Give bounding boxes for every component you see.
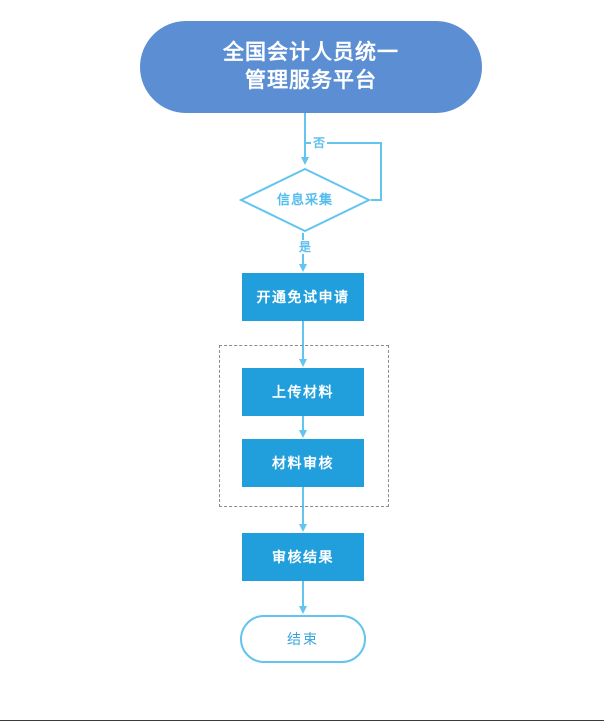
node-material-review-label: 材料审核 (272, 454, 334, 471)
node-start-platform[interactable]: 全国会计人员统一 管理服务平台 (140, 21, 482, 113)
node-review-result-label: 审核结果 (272, 548, 334, 565)
node-end-label: 结束 (287, 630, 319, 647)
node-start-platform-label: 全国会计人员统一 管理服务平台 (223, 40, 399, 92)
edge-label-no: 否 (311, 136, 328, 150)
node-material-review[interactable]: 材料审核 (242, 439, 364, 487)
node-decision-info-collection[interactable]: 信息采集 (239, 167, 371, 233)
node-upload-materials-label: 上传材料 (272, 383, 334, 400)
node-open-exemption-application[interactable]: 开通免试申请 (242, 273, 364, 321)
node-open-exemption-application-label: 开通免试申请 (256, 288, 350, 305)
node-decision-info-collection-label: 信息采集 (276, 192, 333, 208)
edge-label-yes: 是 (297, 240, 314, 254)
material-submission-group (219, 345, 389, 507)
node-upload-materials[interactable]: 上传材料 (242, 368, 364, 416)
diamond-shape (239, 167, 371, 233)
node-end[interactable]: 结束 (240, 615, 366, 663)
node-review-result[interactable]: 审核结果 (242, 533, 364, 581)
